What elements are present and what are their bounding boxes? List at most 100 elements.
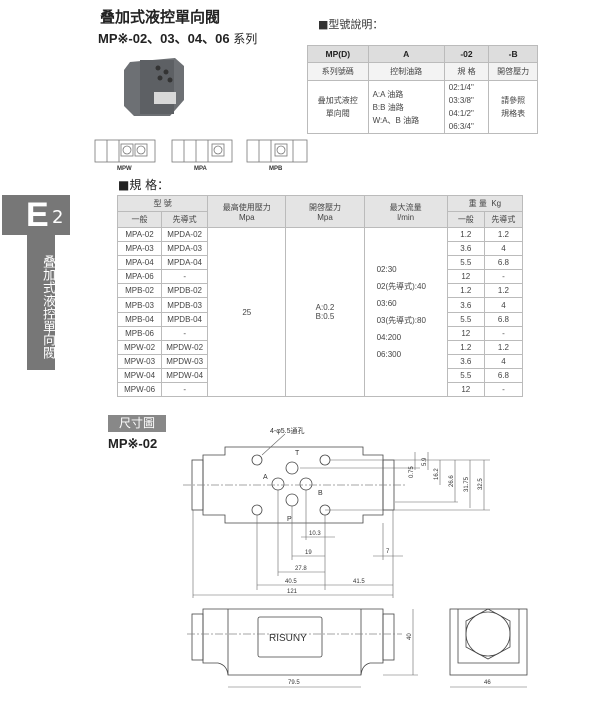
code-header-pressure: -B <box>488 45 538 63</box>
model-general: MPA-03 <box>116 241 163 257</box>
section-letter: E <box>26 196 49 234</box>
weight-pilot: 1.2 <box>483 283 524 299</box>
mount-hole <box>251 504 263 516</box>
text-line: Mpa <box>317 212 333 222</box>
symbol-label-mpb: MPB <box>269 166 283 172</box>
front-right-nut <box>382 613 395 661</box>
weight-pilot: - <box>483 269 524 285</box>
hole-note: 4-φ5.5通孔 <box>270 426 305 435</box>
model-general: MPB-02 <box>116 283 163 299</box>
dim-27-8: 27.8 <box>295 566 307 572</box>
dim-0-75: 0.75 <box>409 466 415 478</box>
text-line: 02:1/4" <box>448 83 474 92</box>
text-line: W:A、B 油路 <box>372 115 420 125</box>
section-tab: E 2 <box>2 195 70 235</box>
dim-79-5: 79.5 <box>288 680 300 686</box>
text-line: 03(先導式):80 <box>376 316 426 326</box>
text-line: 03:60 <box>376 299 397 309</box>
model-general: MPW-06 <box>116 382 163 398</box>
model-pilot: MPDW-04 <box>161 367 209 384</box>
model-pilot: MPDW-03 <box>161 353 209 369</box>
dim-40-5: 40.5 <box>285 579 297 585</box>
side-view-body <box>449 608 528 676</box>
text-line: Kg <box>491 199 502 208</box>
port-label-a: A <box>263 474 268 481</box>
model-general: MPB-04 <box>116 311 163 327</box>
text-line: 請參照 <box>501 96 526 105</box>
text-line: 04:200 <box>376 333 402 343</box>
port-label-p: P <box>287 516 292 523</box>
text-line: 04:1/2" <box>448 109 474 118</box>
mount-hole <box>319 504 331 516</box>
code-desc-pressure: 開啓壓力 <box>488 62 538 81</box>
code-header-control: A <box>367 45 445 63</box>
weight-general: 12 <box>446 382 485 398</box>
code-desc-series: 系列號碼 <box>307 62 369 81</box>
model-general: MPA-02 <box>116 226 163 243</box>
text-line: 06:3/4" <box>448 122 474 131</box>
hex-nut <box>465 608 511 660</box>
dim-10-3: 10.3 <box>309 531 321 537</box>
code-value-pressure: 請參照規格表 <box>488 80 538 134</box>
model-general: MPW-02 <box>116 339 163 355</box>
text-line: 最大流量 <box>389 202 422 212</box>
dim-26-6: 26.6 <box>449 475 455 487</box>
model-pilot: - <box>161 269 209 285</box>
weight-general: 1.2 <box>446 339 485 355</box>
table-row: MPW-06 -12 - <box>116 382 524 398</box>
hydraulic-symbols: MPW MPA MPB <box>94 139 308 172</box>
weight-general: 3.6 <box>446 297 485 313</box>
port-a <box>271 477 285 491</box>
text-line: Mpa <box>239 212 255 222</box>
model-code-heading: ■型號說明： <box>318 18 384 31</box>
dim-40: 40 <box>407 633 413 640</box>
header-pilot: 先導式 <box>161 211 209 228</box>
symbol-label-mpw: MPW <box>117 166 132 172</box>
series-subtitle: MP※-02、03、04、06 系列 <box>98 28 257 47</box>
port-b <box>299 477 313 491</box>
text-line: 開啓壓力 <box>308 202 341 212</box>
model-general: MPW-04 <box>116 367 163 384</box>
section-tab-label: 叠加式液控單向閥 <box>27 235 55 370</box>
model-pilot: MPDW-02 <box>161 339 209 355</box>
text-line: 重 量 <box>468 199 487 208</box>
text-line: 最高使用壓力 <box>222 202 271 212</box>
weight-general: 5.5 <box>446 367 485 384</box>
weight-general: 12 <box>446 269 485 285</box>
dim-16-2: 16.2 <box>434 468 440 480</box>
model-pilot: MPDA-02 <box>161 226 209 243</box>
max-pressure-value: 25 <box>207 226 287 398</box>
front-view-body <box>202 608 384 676</box>
right-port-nut <box>382 459 395 511</box>
weight-pilot: - <box>483 382 524 398</box>
port-label-t: T <box>295 450 300 457</box>
code-value-size: 02:1/4" 03:3/8" 04:1/2" 06:3/4" <box>443 80 490 134</box>
dim-7: 7 <box>386 549 390 555</box>
text-line: 02:30 <box>376 265 397 275</box>
spec-heading: ■規 格： <box>118 178 170 192</box>
brand-nameplate: RISUNY <box>269 633 307 644</box>
nameplate <box>257 616 323 658</box>
text-line: 03:3/8" <box>448 96 474 105</box>
symbol-mpw <box>94 139 156 163</box>
dim-46: 46 <box>484 680 491 686</box>
dim-121: 121 <box>287 589 298 595</box>
series-suffix: 系列 <box>233 32 258 46</box>
model-general: MPB-06 <box>116 325 163 341</box>
text-line: B:B 油路 <box>372 102 404 112</box>
series-models: MP※-02、03、04、06 <box>98 31 230 46</box>
header-general: 一般 <box>116 211 163 228</box>
model-pilot: - <box>161 382 209 398</box>
code-header-size: -02 <box>443 45 490 63</box>
port-p <box>285 493 299 507</box>
dim-5-9: 5.9 <box>422 457 428 466</box>
text-line: l/min <box>397 212 415 222</box>
